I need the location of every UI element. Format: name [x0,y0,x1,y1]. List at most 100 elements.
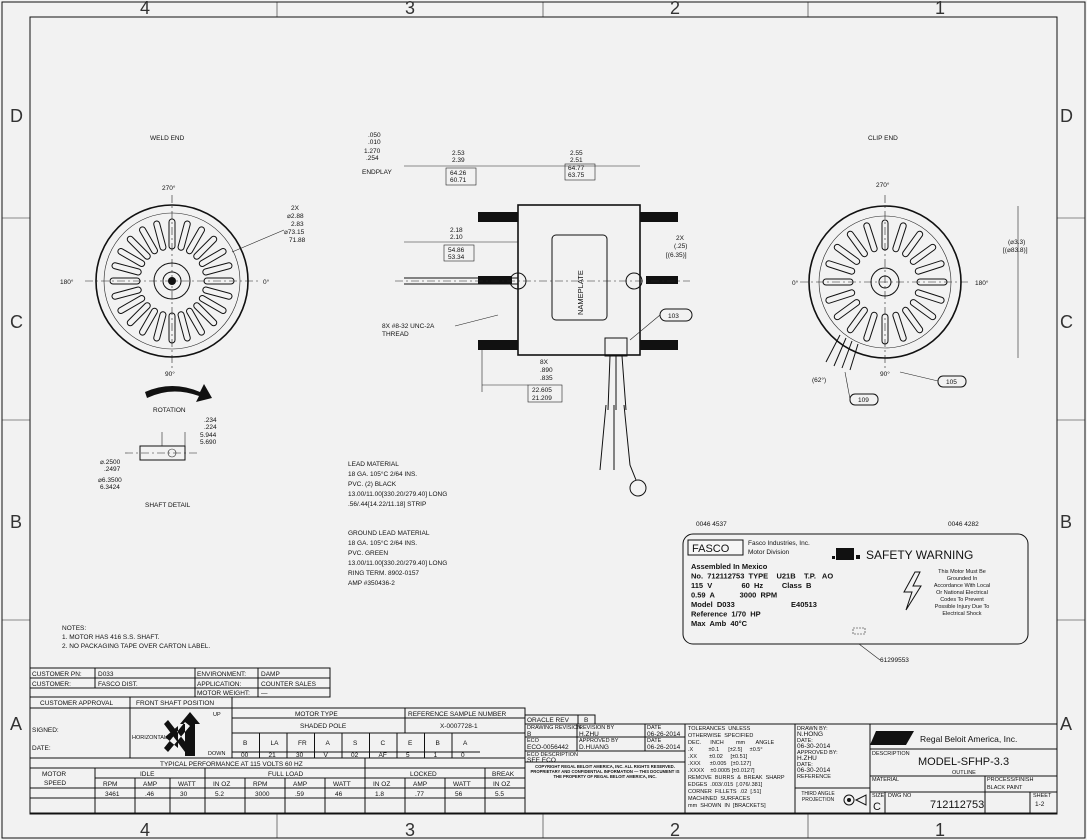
field-label: SIZE [872,793,885,799]
perf-column-header: RPM [253,781,267,788]
field-label: DRAWING REVISION [527,725,581,731]
dim-text: 5.690 [200,439,217,446]
dim-text: .234 [204,417,217,424]
ref-sample-number: X-0007728-1 [440,723,478,730]
approved-by: D.HUANG [579,744,609,751]
dim-text: (.25) [674,243,687,250]
field-label: DATE: [797,738,813,744]
cooling-slot [139,307,158,336]
dim-text: 2.39 [452,157,465,164]
tolerance-line: DEC. INCH mm ANGLE [688,740,775,746]
dim-text: 54.86 [448,247,465,254]
field-label: DATE [647,738,662,744]
cooling-slot [825,289,856,304]
angle-180: 180° [60,278,74,286]
dim-text: ENDPLAY [362,169,393,176]
customer-name: FASCO DIST. [98,681,138,688]
zone-col-1: 1 [935,0,945,18]
zone-row-d: D [10,106,23,126]
cooling-slot [902,306,924,334]
field-label: DRAWN BY: [797,726,828,732]
revision-date: 06-26-2014 [647,731,681,738]
motor-type: SHADED POLE [300,723,347,730]
motor-code-letter: LA [271,740,280,747]
cooling-slot [126,302,151,327]
zone-row-b-right: B [1060,512,1072,532]
shaft-detail-title: SHAFT DETAIL [145,502,191,509]
cooling-slot [203,277,235,285]
perf-column-header: AMP [413,781,427,788]
drawing-number: 712112753 [930,799,984,811]
dim-text: 8X #8-32 UNC-2A [382,323,435,330]
perf-value: .46 [145,791,154,798]
cooling-slot [833,299,861,321]
motor-code-letter: E [408,740,413,747]
angle-270: 270° [162,184,176,192]
cooling-slot [168,312,176,344]
zone-col-4: 4 [140,0,150,18]
note-line: NOTES: [62,625,86,632]
callout-105: 105 [946,379,957,386]
cooling-slot [914,289,945,304]
third-angle-projection-icon [843,794,867,806]
field-label: APPLICATION: [197,681,242,688]
nameplate-label: NAMEPLATE [576,270,585,315]
nameplate-line: No. 712112753 TYPE U21B T.P. AO [691,572,833,581]
weld-end-title: WELD END [150,135,185,142]
cooling-slot [117,294,146,314]
field-label: DESCRIPTION [872,751,910,757]
dim-text: ⌀.2500 [100,459,121,466]
approved-by: H.ZHU [797,755,817,762]
dim-text: 8X [540,359,549,366]
nameplate-line: Assembled In Mexico [691,562,768,571]
angle-90: 90° [880,370,890,378]
dim-text: 5.944 [200,432,217,439]
cooling-slot [111,262,142,276]
side-view: NAMEPLATE .050 .010 1.270 .254 ENDPLAY 2… [362,132,693,497]
customer-approval-header: CUSTOMER APPROVAL [40,700,113,707]
cooling-slot [153,220,167,251]
tolerance-line: TOLERANCES UNLESS [688,726,751,732]
dim-text: 2X [291,205,300,212]
motor-code-letter: S [353,740,358,747]
motor-weight: — [261,690,268,697]
cooling-slot [202,286,233,300]
tolerance-line: .XXXX ±0.0005 [±0.0127] [688,768,755,774]
cooling-slot [892,222,907,253]
dim-text: 2.53 [452,150,465,157]
field-label: APPROVED BY: [797,750,838,756]
dim-text: ⌀73.15 [284,229,305,236]
angle-0: 0° [263,278,270,286]
dim-text: 53.34 [448,254,465,261]
tolerance-line: CORNER FILLETS .02 [.51] [688,789,762,795]
ground-lead-line: PVC. GREEN [348,550,388,557]
motor-code-letter: C [381,740,386,747]
company-name: Regal Beloit America, Inc. [920,734,1017,744]
perf-column-header: WATT [333,781,351,788]
label-code: 0046 4282 [948,521,979,528]
dim-text: (62°) [812,376,826,384]
cooling-slot [846,306,868,334]
revision-by: H.ZHU [579,731,599,738]
field-label: DWG NO [888,793,912,799]
cooling-slot [153,311,167,342]
zone-col-1-bottom: 1 [935,820,945,840]
dim-text: 64.26 [450,170,467,177]
date-label: DATE: [32,745,51,752]
motor-code-value: 30 [296,752,304,759]
cooling-slot [186,307,205,336]
motor-code-value: 00 [241,752,249,759]
tolerance-line: .XXX ±0.005 [±0.127] [688,761,751,767]
motor-code-value: 5 [406,752,410,759]
weld-end-view: WELD END 270° 180° 0° 90° 2X ⌀2.88 2.83 … [60,135,306,414]
tolerance-line: mm SHOWN IN [BRACKETS] [688,803,766,809]
down-label: DOWN [208,751,225,757]
drawing-frame [29,16,1058,815]
perf-value: 5.2 [215,791,224,798]
rotation-label: ROTATION [153,407,186,414]
environment: DAMP [261,671,280,678]
dim-text: 2.18 [450,227,463,234]
sheet-number: 1-2 [1035,801,1045,808]
model-description: MODEL-SFHP-3.3 [918,756,1009,768]
